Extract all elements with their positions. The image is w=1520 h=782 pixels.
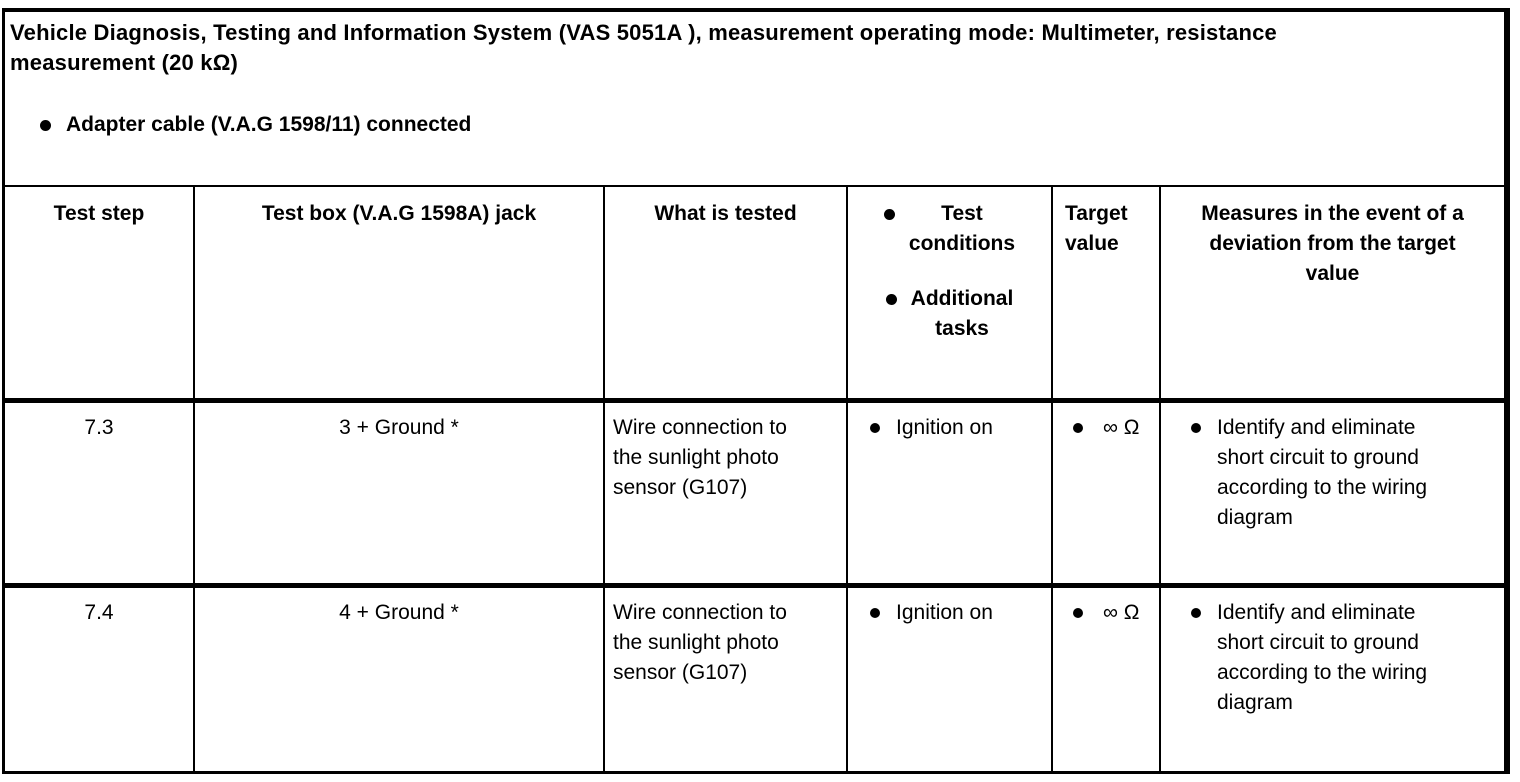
bullet-icon [1073,608,1083,618]
header-condition-item: Test conditions [848,199,1051,259]
table-row-2-measure: Identify and eliminate short circuit to … [1161,588,1504,771]
bullet-icon [1073,423,1083,433]
table-row-1-condition: Ignition on [848,403,1053,588]
column-header-target-value: Target value [1053,187,1161,403]
table-row-2-jack: 4 + Ground * [195,588,605,771]
column-header-test-conditions: Test conditions Additional tasks [848,187,1053,403]
bullet-icon [40,120,51,131]
page-title: Vehicle Diagnosis, Testing and Informati… [10,20,1277,75]
header-condition-label: Additional tasks [910,287,1014,340]
target-value-label: ∞ Ω [1103,416,1140,439]
bullet-icon [885,294,897,305]
column-header-what-is-tested: What is tested [605,187,848,403]
measure-label: Identify and eliminate short circuit to … [1217,416,1428,529]
table-row-1-measure: Identify and eliminate short circuit to … [1161,403,1504,588]
bullet-icon [883,209,895,220]
bullet-icon [870,423,880,433]
intro-section: Vehicle Diagnosis, Testing and Informati… [5,12,1504,185]
column-header-test-step: Test step [5,187,195,403]
table-row-1-jack: 3 + Ground * [195,403,605,588]
table-row-1-test-step: 7.3 [5,403,195,588]
column-header-test-box-jack: Test box (V.A.G 1598A) jack [195,187,605,403]
column-header-measures: Measures in the event of a deviation fro… [1161,187,1504,403]
bullet-icon [1191,423,1201,433]
table-row-1-target-value: ∞ Ω [1053,403,1161,588]
table-row-2-what-is-tested: Wire connection to the sunlight photo se… [605,588,848,771]
manual-page: Vehicle Diagnosis, Testing and Informati… [2,8,1510,774]
header-condition-label: Test conditions [908,202,1016,255]
condition-label: Ignition on [896,416,993,439]
bullet-icon [870,608,880,618]
table-row-2-test-step: 7.4 [5,588,195,771]
intro-bullet-label: Adapter cable (V.A.G 1598/11) connected [66,113,472,136]
header-condition-item: Additional tasks [848,284,1051,344]
table-row-2-condition: Ignition on [848,588,1053,771]
table-row-1-what-is-tested: Wire connection to the sunlight photo se… [605,403,848,588]
bullet-icon [1191,608,1201,618]
test-steps-table: Test step Test box (V.A.G 1598A) jack Wh… [5,185,1504,771]
condition-label: Ignition on [896,601,993,624]
intro-bullet-item: Adapter cable (V.A.G 1598/11) connected [10,110,1496,140]
measure-label: Identify and eliminate short circuit to … [1217,601,1428,714]
table-row-2-target-value: ∞ Ω [1053,588,1161,771]
target-value-label: ∞ Ω [1103,601,1140,624]
